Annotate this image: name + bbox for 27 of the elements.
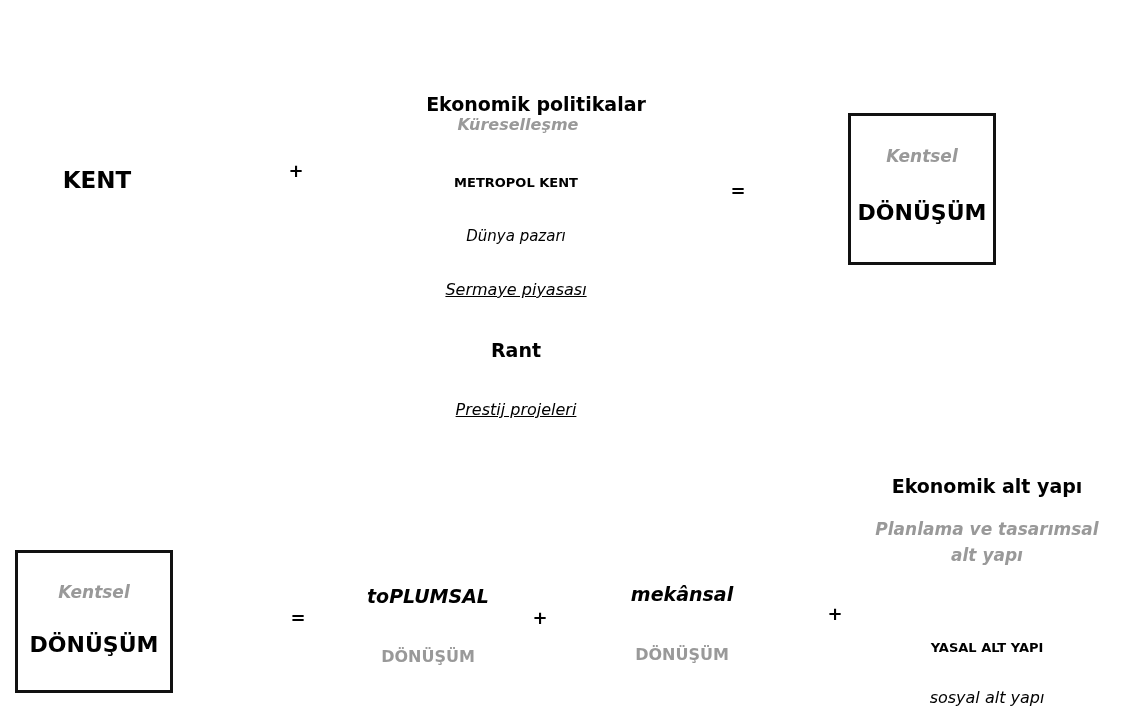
term-text: Prestij projeleri bbox=[455, 399, 577, 421]
operator-symbol: + bbox=[827, 601, 843, 626]
term-text: DÖNÜŞÜM bbox=[635, 644, 729, 666]
title-text: DÖNÜŞÜM bbox=[856, 199, 988, 225]
term-text: toPLUMSAL bbox=[367, 583, 489, 609]
concept-box bbox=[848, 113, 996, 265]
operator-symbol: + bbox=[532, 605, 548, 630]
term-text: KENT bbox=[62, 165, 132, 195]
term-text: Küreselleşme bbox=[457, 115, 579, 136]
operator-symbol: = bbox=[730, 178, 746, 203]
term-text: Rant bbox=[490, 337, 542, 363]
term-text: sosyal alt yapı bbox=[929, 687, 1045, 709]
term-text: YASAL ALT YAPI bbox=[930, 639, 1044, 658]
operator-symbol: + bbox=[288, 158, 304, 183]
term-text: Dünya pazarı bbox=[466, 225, 566, 247]
heading-text: Kentsel bbox=[885, 146, 959, 167]
title-text: DÖNÜŞÜM bbox=[28, 631, 160, 657]
term-text: mekânsal bbox=[630, 581, 734, 607]
term-text: Sermaye piyasası bbox=[445, 279, 587, 301]
heading-text: Ekonomik politikalar bbox=[426, 91, 646, 117]
operator-symbol: = bbox=[290, 605, 306, 630]
concept-box bbox=[15, 550, 173, 693]
term-text: METROPOL KENT bbox=[454, 174, 578, 193]
term-text: Planlama ve tasarımsal alt yapı bbox=[874, 517, 1100, 567]
heading-text: Ekonomik alt yapı bbox=[891, 473, 1083, 499]
term-text: DÖNÜŞÜM bbox=[381, 646, 475, 668]
heading-text: Kentsel bbox=[57, 581, 131, 602]
